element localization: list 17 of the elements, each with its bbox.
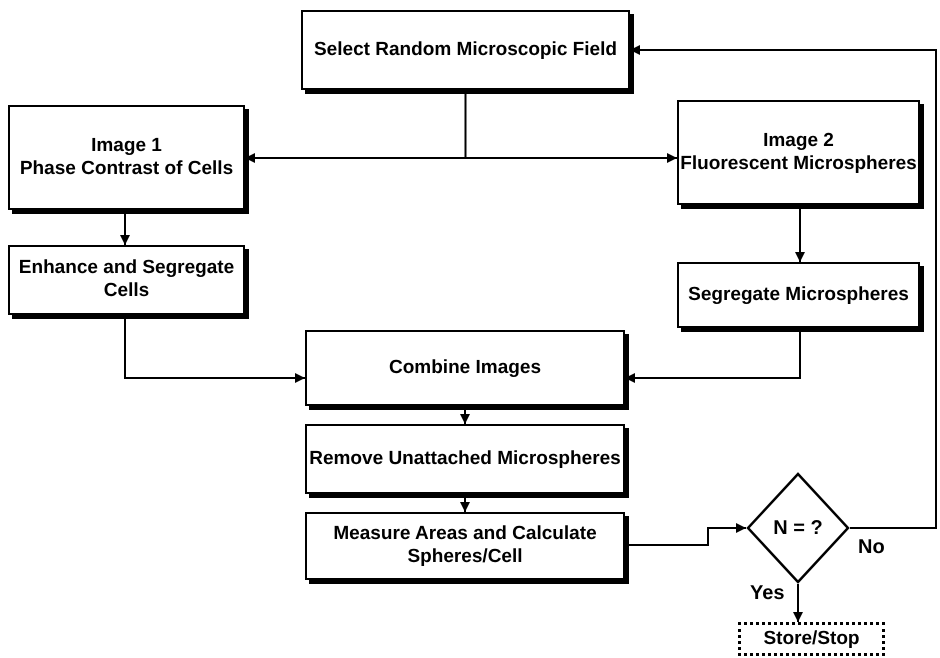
arrow — [460, 410, 470, 424]
box-label: Combine Images — [388, 356, 542, 380]
box-label: Segregate Microspheres — [688, 284, 909, 306]
box-label: Phase Contrast of Cells — [20, 158, 234, 180]
arrow — [793, 584, 803, 622]
box-label: Remove Unattached Microspheres — [309, 448, 621, 470]
box-label: Fluorescent Microspheres — [680, 152, 917, 176]
terminal-box — [738, 622, 885, 656]
decision-label: N = ? — [773, 516, 823, 540]
box-label: Image 1 — [91, 134, 162, 158]
box-label: Enhance and Segregate Cells — [18, 257, 236, 303]
box-label: Measure Areas and Calculate Spheres/Cell — [332, 523, 598, 569]
box-label: Store/Stop — [763, 628, 860, 650]
box-label: Select Random Microscopic Field — [314, 38, 618, 62]
decision-diamond — [746, 472, 850, 584]
box-label: Image 2 — [763, 130, 834, 152]
arrow — [460, 498, 470, 512]
